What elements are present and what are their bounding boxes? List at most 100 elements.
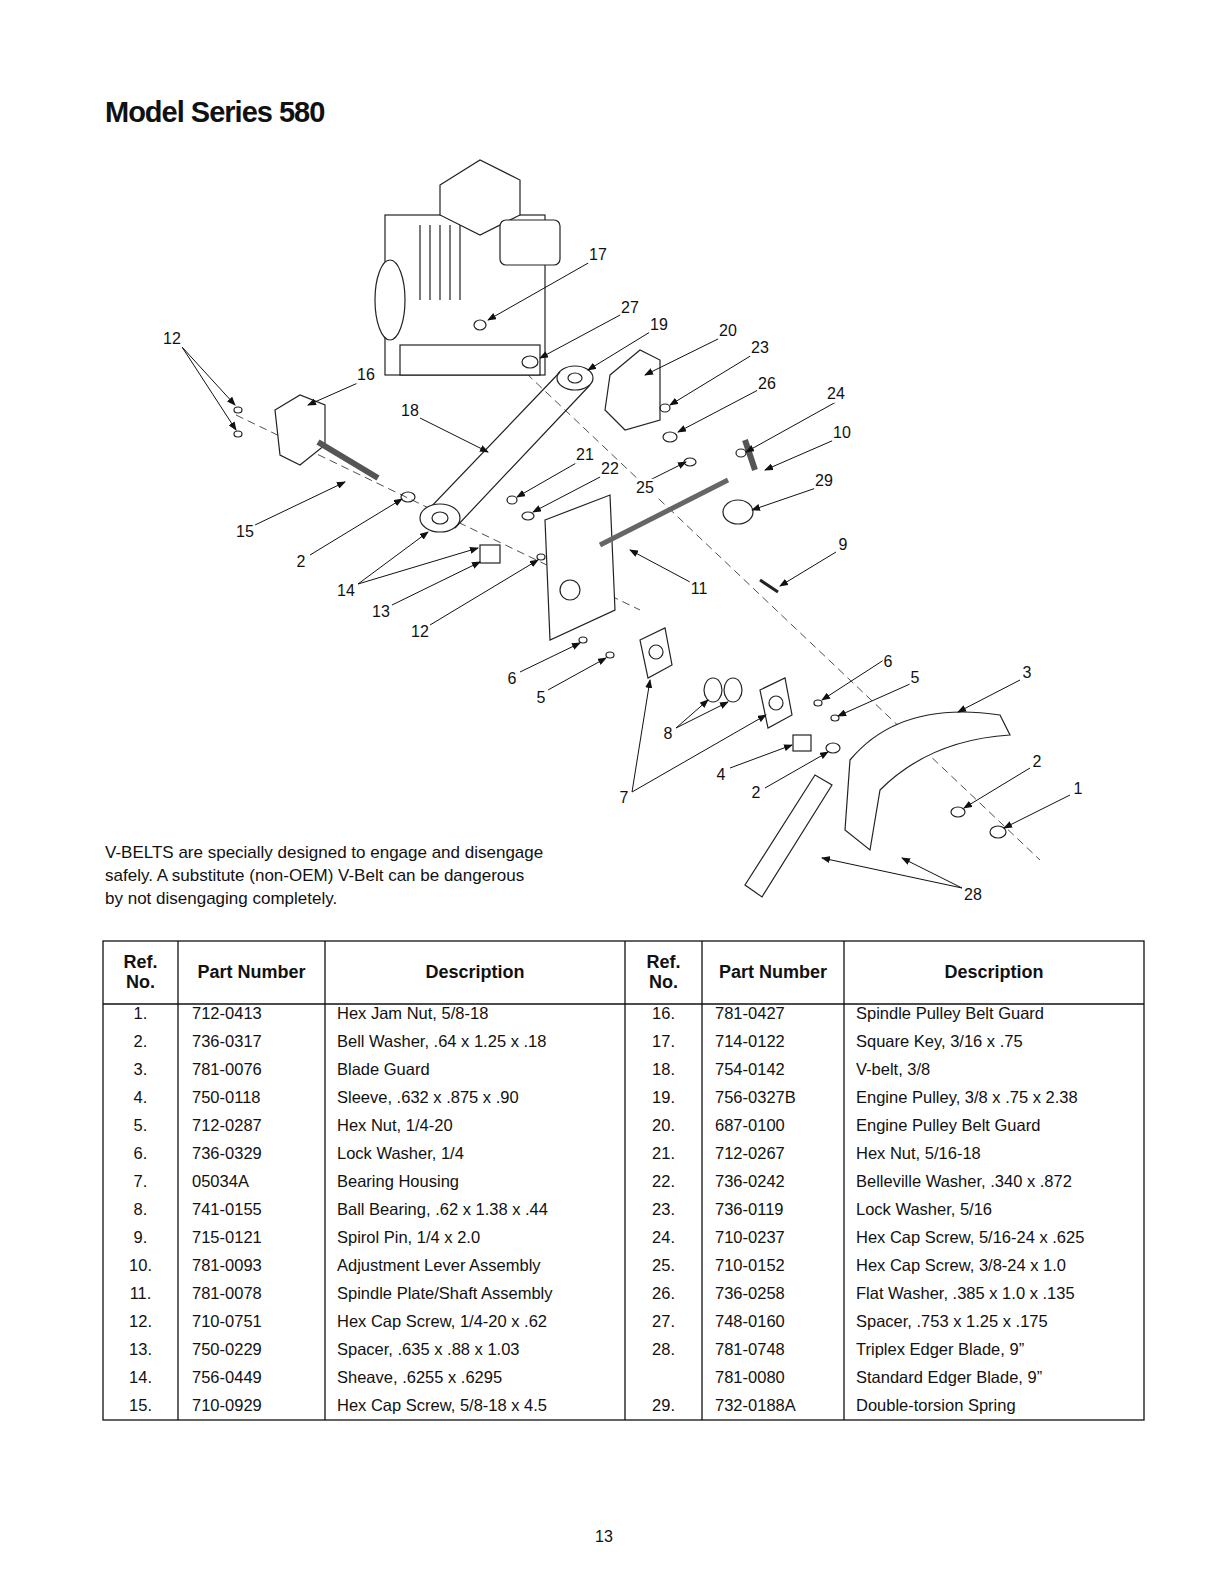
table-cell: Spindle Pulley Belt Guard (856, 1004, 1044, 1023)
callout-number: 14 (336, 582, 356, 600)
table-cell: 756-0449 (192, 1368, 262, 1387)
table-cell: 24. (652, 1228, 675, 1247)
table-cell: 712-0287 (192, 1116, 262, 1135)
callout-number: 17 (588, 246, 608, 264)
table-cell: 736-0329 (192, 1144, 262, 1163)
table-cell: Ball Bearing, .62 x 1.38 x .44 (337, 1200, 548, 1219)
callout-number: 9 (838, 536, 849, 554)
table-cell: Lock Washer, 1/4 (337, 1144, 464, 1163)
callout-number: 5 (910, 669, 921, 687)
table-cell: 741-0155 (192, 1200, 262, 1219)
table-header: Part Number (197, 962, 305, 983)
table-cell: V-belt, 3/8 (856, 1060, 930, 1079)
table-cell: 750-0118 (192, 1088, 261, 1107)
table-cell: 26. (652, 1284, 675, 1303)
table-cell: 4. (134, 1088, 148, 1107)
table-cell: Sleeve, .632 x .875 x .90 (337, 1088, 519, 1107)
table-cell: Bell Washer, .64 x 1.25 x .18 (337, 1032, 546, 1051)
table-cell: Hex Jam Nut, 5/8-18 (337, 1004, 488, 1023)
callout-number: 25 (635, 479, 655, 497)
table-cell: 712-0267 (715, 1144, 785, 1163)
table-cell: 712-0413 (192, 1004, 262, 1023)
table-cell: 18. (652, 1060, 675, 1079)
table-cell: 781-0080 (715, 1368, 785, 1387)
callout-number: 6 (883, 653, 894, 671)
table-cell: 781-0427 (715, 1004, 785, 1023)
table-header: Part Number (719, 962, 827, 983)
table-cell: 2. (134, 1032, 148, 1051)
callout-number: 26 (757, 375, 777, 393)
table-cell: Spirol Pin, 1/4 x 2.0 (337, 1228, 480, 1247)
callout-number: 20 (718, 322, 738, 340)
table-cell: 710-0152 (715, 1256, 785, 1275)
callout-number: 24 (826, 385, 846, 403)
table-cell: 736-0242 (715, 1172, 785, 1191)
table-cell: Hex Cap Screw, 3/8-24 x 1.0 (856, 1256, 1066, 1275)
table-cell: Hex Cap Screw, 5/8-18 x 4.5 (337, 1396, 547, 1415)
table-cell: 710-0751 (192, 1312, 262, 1331)
callout-number: 6 (507, 670, 518, 688)
table-cell: Hex Cap Screw, 1/4-20 x .62 (337, 1312, 547, 1331)
table-cell: 22. (652, 1172, 675, 1191)
table-cell: Square Key, 3/16 x .75 (856, 1032, 1023, 1051)
table-cell: Spacer, .753 x 1.25 x .175 (856, 1312, 1048, 1331)
callout-number: 2 (751, 784, 762, 802)
table-cell: Belleville Washer, .340 x .872 (856, 1172, 1072, 1191)
table-cell: 13. (129, 1340, 152, 1359)
table-cell: Flat Washer, .385 x 1.0 x .135 (856, 1284, 1075, 1303)
callout-number: 7 (619, 789, 630, 807)
table-cell: 1. (134, 1004, 148, 1023)
callout-number: 13 (371, 603, 391, 621)
table-cell: 29. (652, 1396, 675, 1415)
table-cell: Hex Cap Screw, 5/16-24 x .625 (856, 1228, 1084, 1247)
table-cell: 14. (129, 1368, 152, 1387)
callout-number: 19 (649, 316, 669, 334)
table-cell: Hex Nut, 1/4-20 (337, 1116, 453, 1135)
title: Model Series 580 (105, 96, 324, 129)
table-cell: 8. (134, 1200, 148, 1219)
callout-number: 16 (356, 366, 376, 384)
table-cell: 28. (652, 1340, 675, 1359)
callout-number: 4 (716, 766, 727, 784)
table-cell: Engine Pulley, 3/8 x .75 x 2.38 (856, 1088, 1078, 1107)
table-cell: 710-0237 (715, 1228, 785, 1247)
parts-table-grid (103, 941, 1144, 1420)
callout-number: 27 (620, 299, 640, 317)
table-cell: Triplex Edger Blade, 9” (856, 1340, 1024, 1359)
callout-number: 21 (575, 446, 595, 464)
callout-number: 15 (235, 523, 255, 541)
callout-number: 23 (750, 339, 770, 357)
table-cell: 12. (129, 1312, 152, 1331)
table-cell: 11. (130, 1284, 152, 1303)
table-cell: Lock Washer, 5/16 (856, 1200, 992, 1219)
table-cell: 750-0229 (192, 1340, 262, 1359)
table-cell: 736-0317 (192, 1032, 262, 1051)
warning-note: V-BELTS are specially designed to engage… (105, 841, 545, 910)
table-cell: 715-0121 (192, 1228, 262, 1247)
table-cell: Spindle Plate/Shaft Assembly (337, 1284, 553, 1303)
callout-number: 2 (1032, 753, 1043, 771)
table-cell: 687-0100 (715, 1116, 785, 1135)
table-cell: Adjustment Lever Assembly (337, 1256, 541, 1275)
table-cell: 20. (652, 1116, 675, 1135)
table-header: Description (944, 962, 1043, 983)
callout-number: 11 (690, 580, 709, 598)
table-cell: 10. (129, 1256, 152, 1275)
table-cell: 25. (652, 1256, 675, 1275)
table-cell: 736-0258 (715, 1284, 785, 1303)
table-cell: 05034A (192, 1172, 249, 1191)
table-cell: 781-0078 (192, 1284, 262, 1303)
callout-number: 10 (832, 424, 852, 442)
table-cell: 7. (134, 1172, 148, 1191)
table-cell: 714-0122 (715, 1032, 785, 1051)
table-cell: Double-torsion Spring (856, 1396, 1016, 1415)
callout-number: 3 (1022, 664, 1033, 682)
callout-number: 1 (1073, 780, 1084, 798)
table-cell: Blade Guard (337, 1060, 430, 1079)
table-cell: 736-0119 (715, 1200, 784, 1219)
table-cell: Bearing Housing (337, 1172, 459, 1191)
table-cell: 6. (134, 1144, 148, 1163)
table-header: Description (425, 962, 524, 983)
table-cell: 781-0076 (192, 1060, 262, 1079)
